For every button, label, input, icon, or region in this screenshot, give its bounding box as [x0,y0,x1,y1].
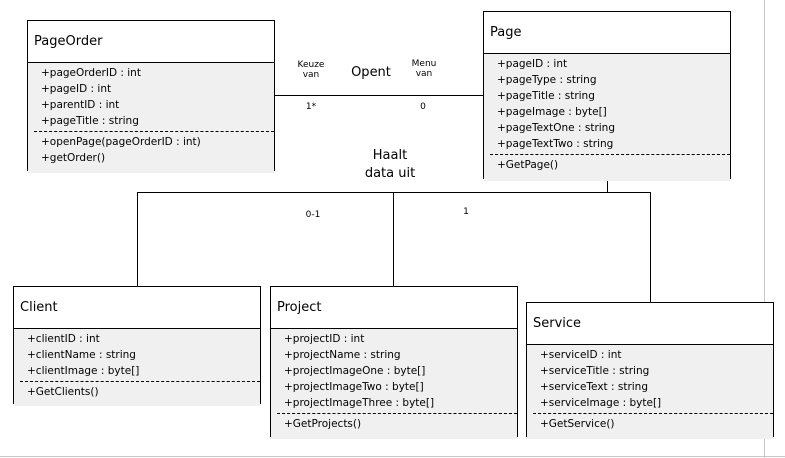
operation: +GetProjects() [284,418,362,430]
attribute: +serviceImage : byte[] [540,397,662,409]
haalt-data-uit-label: Haalt data uit [355,147,425,183]
class-members: +serviceID : int +serviceTitle : string … [527,345,773,439]
class-name: Project [271,287,517,329]
operation: +GetService() [540,418,615,430]
attribute: +pageTitle : string [41,115,139,127]
attribute: +projectImageOne : byte[] [284,365,426,377]
menu-van-role-label: Menu van [403,59,445,79]
class-service: Service +serviceID : int +serviceTitle :… [526,302,774,439]
attribute: +pageOrderID : int [41,67,141,79]
service-connector [650,192,651,302]
class-name: PageOrder [28,21,274,63]
haalt-label: Haalt [372,148,408,163]
canvas-right-edge [764,0,765,458]
class-project: Project +projectID : int +projectName : … [270,286,518,439]
attribute: +pageImage : byte[] [497,106,607,118]
opent-association-line [274,95,484,96]
van-label-left: van [302,70,320,80]
class-members: +clientID : int +clientName : string +cl… [14,329,260,406]
class-members: +pageID : int +pageType : string +pageTi… [484,54,730,181]
project-connector [393,192,394,287]
class-client: Client +clientID : int +clientName : str… [13,286,261,406]
member-separator [20,381,260,382]
canvas-bottom-edge [0,456,785,457]
data-uit-label: data uit [364,166,416,181]
class-page: Page +pageID : int +pageType : string +p… [483,11,731,181]
class-name: Client [14,287,260,329]
attribute: +pageTitle : string [497,90,595,102]
class-members: +projectID : int +projectName : string +… [271,329,517,439]
attribute: +clientID : int [27,333,100,345]
member-separator [490,154,730,155]
attribute: +pageTextOne : string [497,122,615,134]
opent-right-multiplicity: 0 [420,102,426,112]
attribute: +serviceTitle : string [540,365,650,377]
member-separator [533,413,773,414]
attribute: +projectID : int [284,333,365,345]
member-separator [277,413,517,414]
attribute: +pageTextTwo : string [497,138,614,150]
attribute: +projectName : string [284,349,401,361]
client-connector [137,192,138,287]
class-pageorder: PageOrder +pageOrderID : int +pageID : i… [27,20,275,173]
attribute: +projectImageTwo : byte[] [284,381,424,393]
page-down-connector [607,178,608,192]
attribute: +pageID : int [497,58,568,70]
class-members: +pageOrderID : int +pageID : int +parent… [28,63,274,173]
attribute: +clientName : string [27,349,136,361]
attribute: +pageID : int [41,83,112,95]
haalt-horizontal-connector [137,192,651,193]
opent-left-multiplicity: 1* [305,102,317,112]
keuze-van-role-label: Keuze van [290,60,332,80]
member-separator [34,131,274,132]
operation: +getOrder() [41,152,106,164]
attribute: +clientImage : byte[] [27,365,140,377]
attribute: +serviceText : string [540,381,648,393]
van-label-right: van [415,69,433,79]
keuze-label: Keuze [297,60,325,70]
class-name: Page [484,12,730,54]
attribute: +parentID : int [41,99,120,111]
operation: +openPage(pageOrderID : int) [41,136,201,148]
attribute: +serviceID : int [540,349,622,361]
opent-label: Opent [351,65,391,80]
attribute: +pageType : string [497,74,597,86]
operation: +GetClients() [27,386,99,398]
haalt-multiplicity-service: 1 [463,207,469,217]
operation: +GetPage() [497,159,559,171]
menu-label: Menu [411,59,437,69]
haalt-multiplicity-client: 0-1 [305,210,321,220]
attribute: +projectImageThree : byte[] [284,397,435,409]
class-name: Service [527,303,773,345]
